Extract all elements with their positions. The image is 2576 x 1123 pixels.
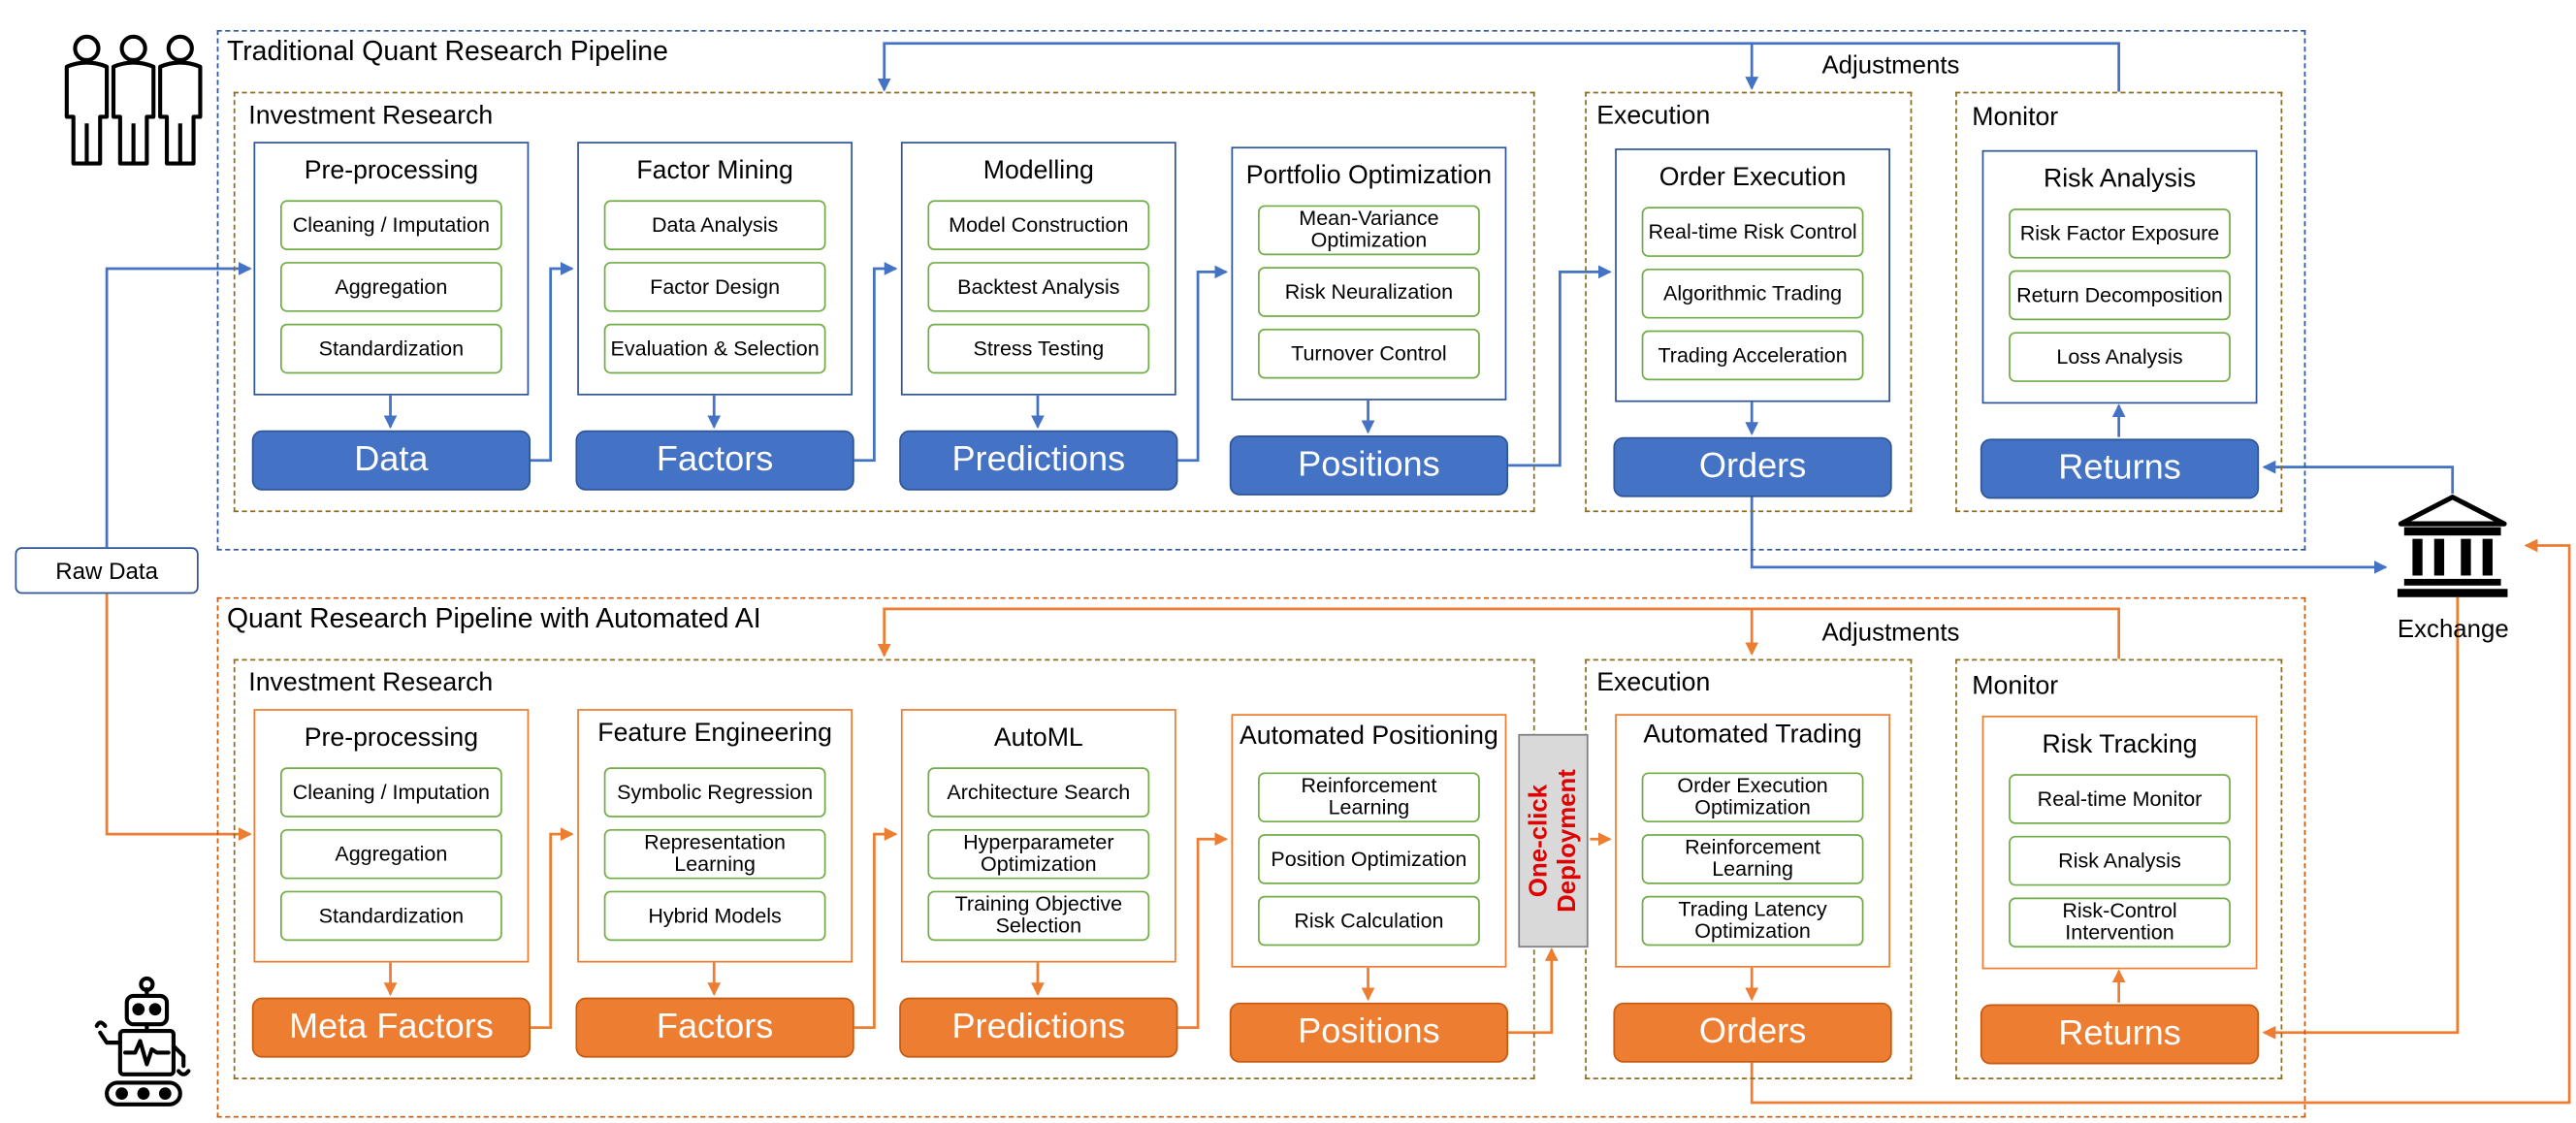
automated-positioning-panel: Automated Positioning Reinforcement Lear… [1231,714,1507,968]
exchange-building-icon [2397,495,2508,597]
preprocessing-panel: Pre-processing Cleaning / Imputation Agg… [253,142,530,396]
item-aggregation: Aggregation [279,262,502,312]
risk-tracking-panel: Risk Tracking Real-time Monitor Risk Ana… [1981,715,2258,970]
deployment-line-1: One-click [1525,784,1554,898]
item-standardization: Standardization [279,323,502,374]
panel-title: Risk Analysis [2043,165,2197,194]
output-positions: Positions [1229,434,1509,496]
item-evaluation-selection: Evaluation & Selection [603,323,826,374]
risk-analysis-panel: Risk Analysis Risk Factor Exposure Retur… [1981,149,2258,404]
item-mean-variance: Mean-Variance Optimization [1258,205,1480,256]
item-trading-acceleration: Trading Acceleration [1641,330,1864,381]
item-risk-control-intervention: Risk-Control Intervention [2009,897,2231,948]
item-training-objective-selection: Training Objective Selection [927,890,1150,942]
one-click-deployment-label: One-click Deployment [1525,769,1581,913]
panel-title: Pre-processing [304,723,479,753]
deployment-line-2: Deployment [1553,769,1582,913]
panel-title: Automated Trading [1643,721,1862,750]
item-loss-analysis: Loss Analysis [2009,332,2231,382]
automated-trading-panel: Automated Trading Order Execution Optimi… [1615,714,1890,968]
item-backtest-analysis: Backtest Analysis [927,262,1150,312]
monitor-title: Monitor [1972,103,2059,132]
panel-title: Portfolio Optimization [1245,161,1493,191]
feature-engineering-panel: Feature Engineering Symbolic Regression … [577,709,853,963]
panel-title: Order Execution [1658,163,1847,192]
item-realtime-risk-control: Real-time Risk Control [1641,207,1864,257]
item-risk-calculation: Risk Calculation [1258,895,1480,947]
raw-data-box: Raw Data [15,547,199,594]
item-architecture-search: Architecture Search [927,767,1150,818]
monitor-title: Monitor [1972,672,2059,701]
item-order-execution-optimization: Order Execution Optimization [1641,772,1864,823]
investment-research-title: Investment Research [248,668,494,698]
item-realtime-monitor: Real-time Monitor [2009,774,2231,824]
item-hyperparameter-optimization: Hyperparameter Optimization [927,828,1150,880]
monitor-frame [1955,91,2283,513]
item-algorithmic-trading: Algorithmic Trading [1641,268,1864,319]
execution-frame [1585,91,1913,513]
output-predictions: Predictions [899,430,1178,491]
panel-title: Risk Tracking [2042,730,2198,759]
preprocessing-panel: Pre-processing Cleaning / Imputation Agg… [253,709,530,963]
item-reinforcement-learning: Reinforcement Learning [1641,834,1864,884]
output-factors: Factors [575,997,854,1058]
automl-panel: AutoML Architecture Search Hyperparamete… [900,709,1176,963]
output-orders: Orders [1613,436,1892,497]
item-standardization: Standardization [279,890,502,942]
people-icon [64,34,203,166]
output-positions: Positions [1229,1002,1509,1063]
output-predictions: Predictions [899,997,1178,1058]
output-orders: Orders [1613,1002,1892,1063]
order-execution-panel: Order Execution Real-time Risk Control A… [1615,148,1890,402]
one-click-deployment-box: One-click Deployment [1518,733,1589,948]
investment-research-title: Investment Research [248,101,494,131]
traditional-pipeline-title: Traditional Quant Research Pipeline [226,36,668,67]
output-data: Data [251,430,531,491]
monitor-frame [1955,658,2283,1079]
execution-title: Execution [1596,101,1711,131]
panel-title: Pre-processing [304,156,479,185]
item-cleaning: Cleaning / Imputation [279,200,502,251]
panel-title: Factor Mining [636,156,793,185]
adjustments-label: Adjustments [1821,51,1960,80]
item-risk-neuralization: Risk Neuralization [1258,267,1480,317]
modelling-panel: Modelling Model Construction Backtest An… [900,142,1176,396]
item-risk-factor-exposure: Risk Factor Exposure [2009,209,2231,259]
item-risk-analysis: Risk Analysis [2009,835,2231,886]
investment-research-frame [233,91,1535,513]
item-factor-design: Factor Design [603,262,826,312]
output-factors: Factors [575,430,854,491]
automated-pipeline-title: Quant Research Pipeline with Automated A… [226,603,761,634]
item-aggregation: Aggregation [279,828,502,880]
item-hybrid-models: Hybrid Models [603,890,826,942]
item-turnover-control: Turnover Control [1258,328,1480,379]
output-meta-factors: Meta Factors [251,997,531,1058]
output-returns: Returns [1980,1004,2260,1065]
item-trading-latency-optimization: Trading Latency Optimization [1641,895,1864,947]
item-data-analysis: Data Analysis [603,200,826,251]
item-return-decomposition: Return Decomposition [2009,270,2231,321]
panel-title: Automated Positioning [1240,722,1498,752]
exchange-label: Exchange [2397,615,2509,644]
panel-title: Modelling [982,156,1094,185]
panel-title: Feature Engineering [597,719,832,748]
portfolio-optimization-panel: Portfolio Optimization Mean-Variance Opt… [1231,146,1507,401]
robot-icon [94,976,191,1107]
adjustments-label: Adjustments [1821,619,1960,648]
panel-title: AutoML [993,723,1083,753]
item-reinforcement-learning: Reinforcement Learning [1258,772,1480,823]
item-model-construction: Model Construction [927,200,1150,251]
execution-title: Execution [1596,668,1711,698]
item-representation-learning: Representation Learning [603,828,826,880]
automated-pipeline-frame [216,596,2306,1118]
item-stress-testing: Stress Testing [927,323,1150,374]
item-symbolic-regression: Symbolic Regression [603,767,826,818]
traditional-pipeline-frame [216,29,2306,551]
item-cleaning: Cleaning / Imputation [279,767,502,818]
item-position-optimization: Position Optimization [1258,834,1480,884]
factor-mining-panel: Factor Mining Data Analysis Factor Desig… [577,142,853,396]
output-returns: Returns [1980,438,2260,499]
